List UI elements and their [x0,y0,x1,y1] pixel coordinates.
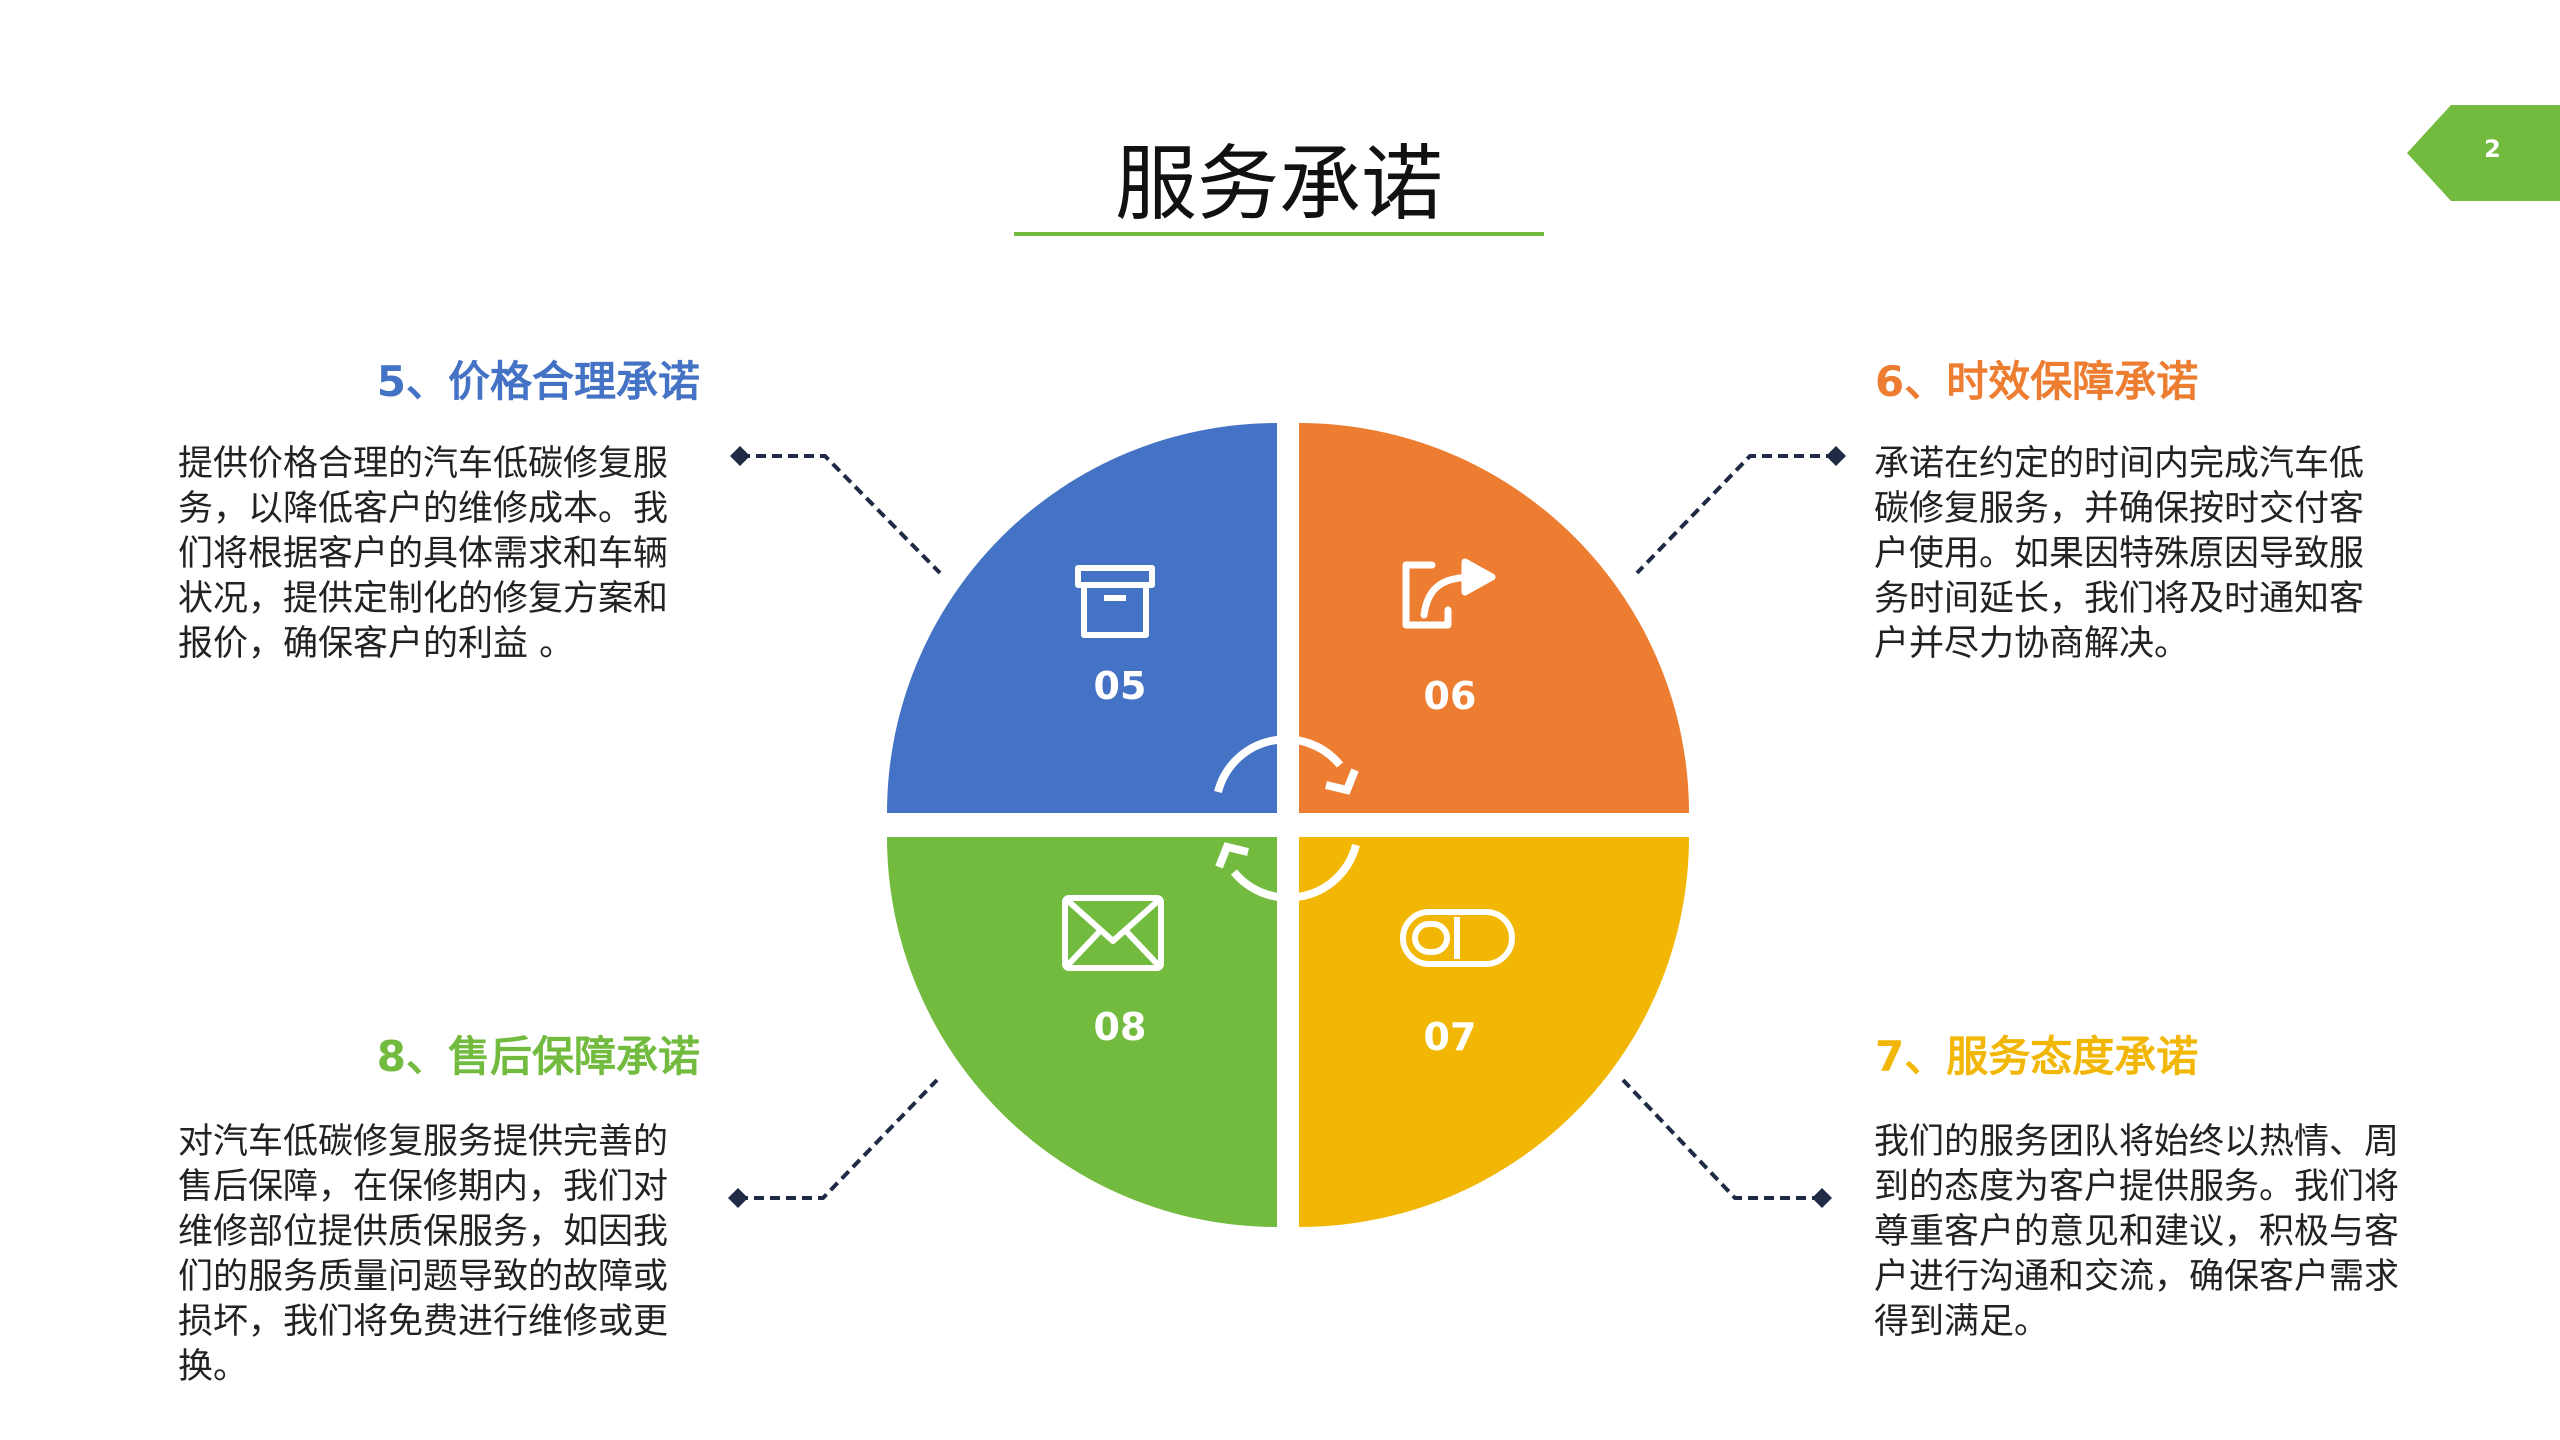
text-line: 尊重客户的意见和建议，积极与客 [1874,1212,2400,1252]
text-line: 对汽车低碳修复服务提供完善的 [178,1122,669,1162]
text-line: 务，以降低客户的维修成本。我 [178,489,669,529]
quadrant-06 [1299,423,1689,813]
text-line: 我们的服务团队将始终以热情、周 [1874,1122,2400,1162]
connector-06-diamond [1826,446,1846,466]
connector-05 [740,454,942,575]
promise-8-heading: 8、售后保障承诺 [376,1032,700,1081]
quadrant-07 [1299,837,1689,1227]
text-line: 报价，确保客户的利益 。 [178,624,575,664]
text-line: 状况，提供定制化的修复方案和 [178,579,669,619]
page-title: 服务承诺 [1114,137,1443,232]
quadrant-07-number: 07 [1424,1015,1477,1059]
text-line: 户进行沟通和交流，确保客户需求 [1874,1257,2400,1297]
text-line: 售后保障，在保修期内，我们对 [178,1167,669,1207]
text-line: 户并尽力协商解决。 [1874,624,2190,664]
refresh-cycle-icon [1214,735,1360,902]
quadrant-08 [887,837,1277,1227]
quadrant-08-number: 08 [1094,1005,1147,1049]
quadrant-05-number: 05 [1094,664,1147,708]
promise-7-heading: 7、服务态度承诺 [1875,1032,2199,1081]
promise-8-text: 对汽车低碳修复服务提供完善的 售后保障，在保修期内，我们对 维修部位提供质保服务… [178,1120,708,1390]
text-line: 提供价格合理的汽车低碳修复服 [178,444,669,484]
connector-08 [738,1078,939,1200]
text-line: 维修部位提供质保服务，如因我 [178,1212,669,1252]
envelope-icon [1062,895,1164,971]
connector-07 [1621,1078,1822,1200]
promise-7-text: 我们的服务团队将始终以热情、周 到的态度为客户提供服务。我们将 尊重客户的意见和… [1874,1120,2454,1345]
connector-08-diamond [728,1188,748,1208]
promise-5-text: 提供价格合理的汽车低碳修复服 务，以降低客户的维修成本。我 们将根据客户的具体需… [178,442,708,667]
pill-icon [1400,909,1515,967]
text-line: 换。 [178,1347,249,1387]
promise-5-heading: 5、价格合理承诺 [376,357,700,406]
text-line: 损坏，我们将免费进行维修或更 [178,1302,669,1342]
connector-06 [1635,454,1836,575]
text-line: 们将根据客户的具体需求和车辆 [178,534,669,574]
promise-6-heading: 6、时效保障承诺 [1875,357,2199,406]
text-line: 得到满足。 [1874,1302,2050,1342]
connector-05-diamond [730,446,750,466]
text-line: 务时间延长，我们将及时通知客 [1874,579,2365,619]
text-line: 们的服务质量问题导致的故障或 [178,1257,669,1297]
page-number: 2 [2484,135,2501,163]
text-line: 承诺在约定的时间内完成汽车低 [1874,444,2365,484]
text-line: 到的态度为客户提供服务。我们将 [1874,1167,2400,1207]
share-icon [1402,558,1496,629]
promise-6-text: 承诺在约定的时间内完成汽车低 碳修复服务，并确保按时交付客 户使用。如果因特殊原… [1874,442,2404,667]
title-underline [1014,232,1544,236]
quadrant-06-number: 06 [1424,674,1477,718]
text-line: 碳修复服务，并确保按时交付客 [1874,489,2365,529]
text-line: 户使用。如果因特殊原因导致服 [1874,534,2365,574]
connector-07-diamond [1812,1188,1832,1208]
archive-box-icon [1075,565,1155,638]
